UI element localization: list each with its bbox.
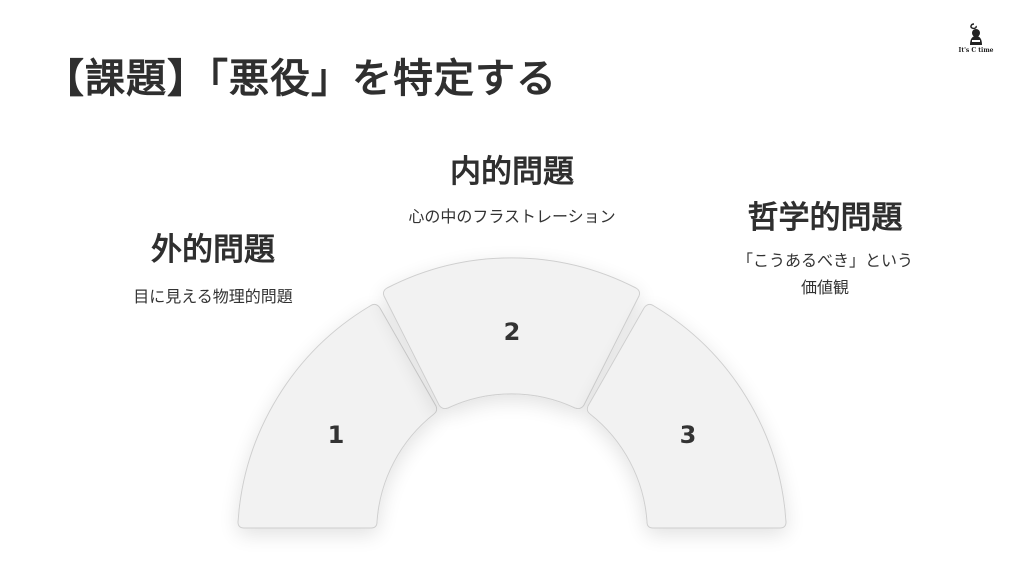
slide-title: 【課題】「悪役」を特定する	[44, 56, 557, 102]
label-heading: 哲学的問題	[747, 200, 903, 236]
segment-2	[382, 257, 641, 410]
segment-1-number: 1	[328, 421, 345, 449]
logo-text: It's C time	[958, 47, 994, 54]
label-heading: 外的問題	[151, 232, 275, 268]
label-description: 目に見える物理的問題	[133, 287, 293, 306]
label-external-problem: 外的問題 目に見える物理的問題	[98, 224, 328, 310]
segment-2-number: 2	[504, 318, 521, 346]
label-description: 心の中のフラストレーション	[408, 207, 616, 226]
segment-1	[237, 303, 438, 529]
logo-mark-icon	[970, 23, 982, 45]
label-heading: 内的問題	[450, 154, 574, 190]
label-description-line-2: 価値観	[800, 278, 849, 297]
label-internal-problem: 内的問題 心の中のフラストレーション	[362, 146, 662, 230]
segment-3	[586, 303, 787, 529]
segment-3-number: 3	[680, 421, 697, 449]
label-description-line-1: 「こうあるべき」という	[736, 251, 913, 270]
logo: It's C time	[956, 22, 996, 60]
label-philosophical-problem: 哲学的問題 「こうあるべき」という 価値観	[690, 192, 960, 301]
